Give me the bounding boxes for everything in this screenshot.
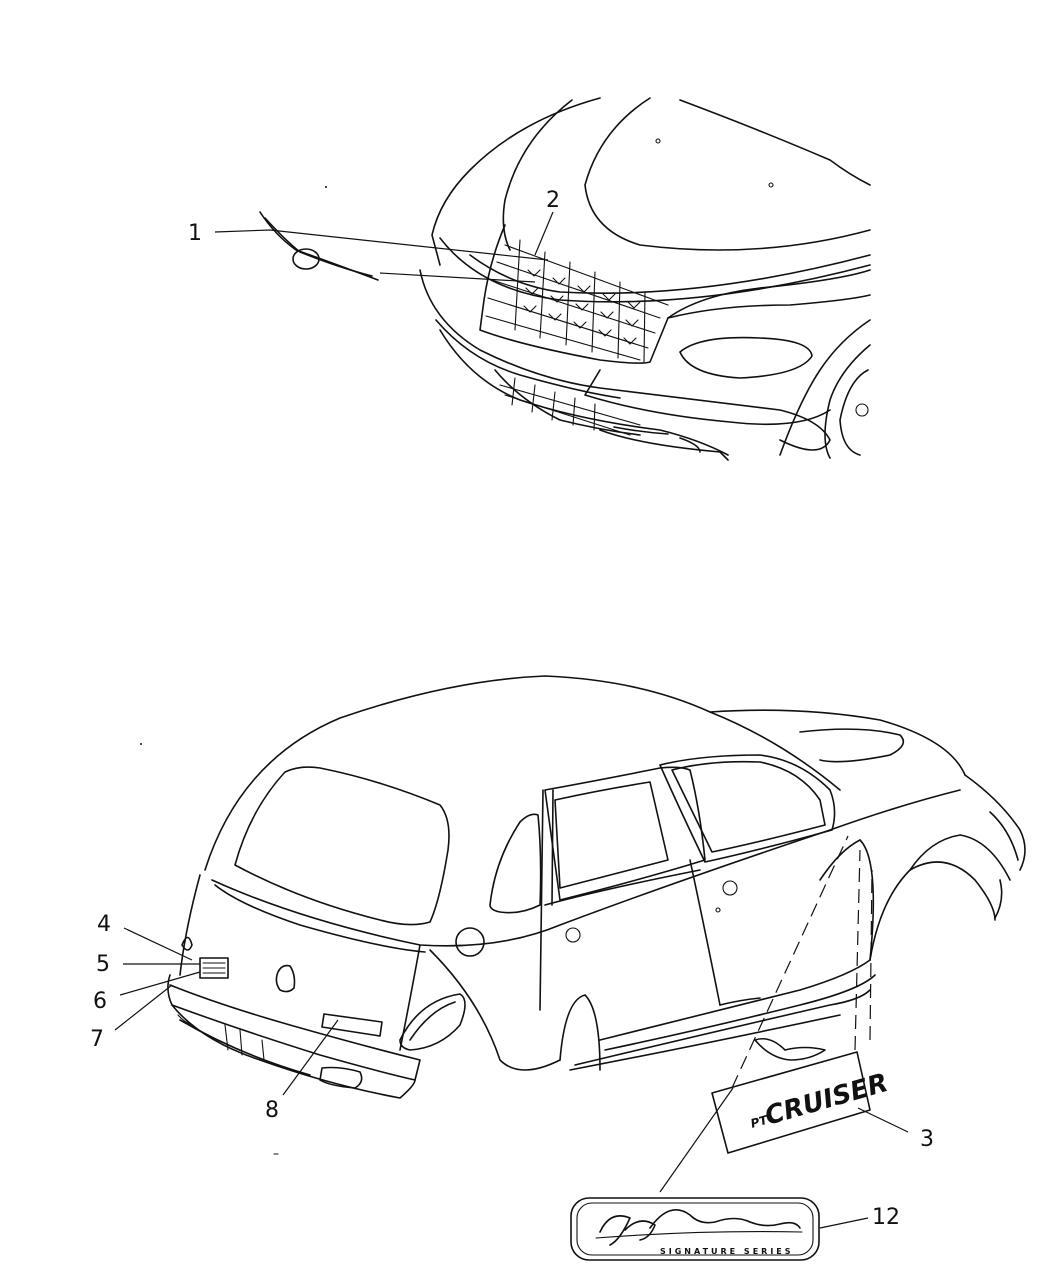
rear-liftgate-badge-icon — [321, 1013, 383, 1037]
rear-nameplate-icon — [199, 957, 229, 979]
pt-cruiser-decal: PT CRUISER — [711, 1051, 892, 1154]
chrysler-wing-emblem-icon — [259, 211, 379, 281]
stray-dot — [140, 743, 142, 745]
front-leader-lines — [214, 211, 554, 283]
callout-3: 3 — [920, 1127, 934, 1152]
callout-5: 5 — [96, 952, 110, 977]
callout-2: 2 — [546, 188, 560, 213]
pt-prefix-text: PT — [749, 1113, 770, 1131]
callout-6: 6 — [93, 989, 107, 1014]
rear-leader-lines — [114, 835, 909, 1229]
front-view-drawing — [419, 97, 871, 461]
rear-reflector-icon — [181, 936, 193, 951]
callout-1: 1 — [188, 221, 202, 246]
cruiser-decal-text: CRUISER — [762, 1068, 892, 1132]
callout-7: 7 — [90, 1027, 104, 1052]
signature-series-text: SIGNATURE SERIES — [660, 1247, 794, 1256]
stray-dot — [325, 186, 327, 188]
rear-view-drawing — [167, 675, 1026, 1099]
callout-12: 12 — [872, 1205, 900, 1230]
callout-labels: 1 2 3 4 5 6 7 8 12 — [90, 188, 934, 1230]
callout-4: 4 — [97, 912, 111, 937]
signature-series-badge: SIGNATURE SERIES — [570, 1197, 820, 1261]
callout-8: 8 — [265, 1098, 279, 1123]
